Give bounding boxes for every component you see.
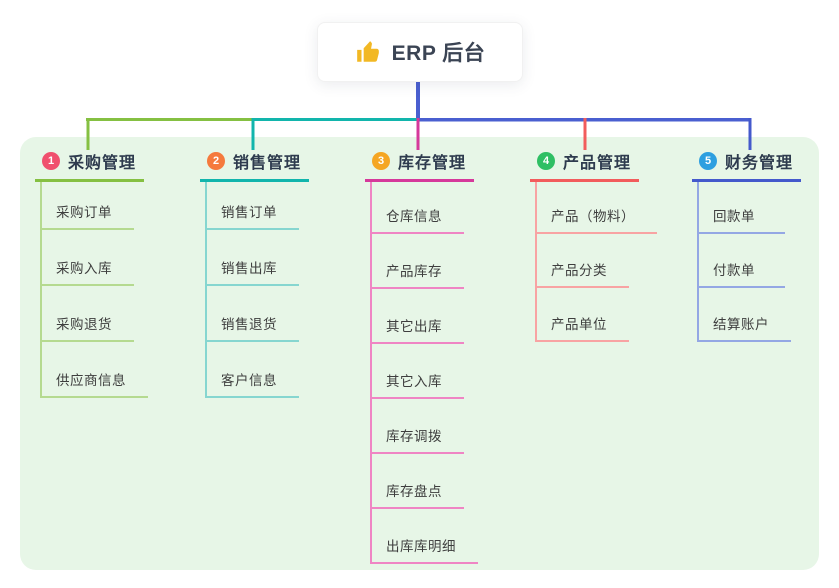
item-label: 产品单位: [551, 317, 607, 332]
item-label: 回款单: [713, 209, 755, 224]
thumbs-up-icon: [355, 39, 381, 65]
branches-panel: [20, 137, 819, 570]
mindmap-node-item[interactable]: 销售出库: [207, 230, 299, 286]
branch-header-sales[interactable]: 2 销售管理: [200, 146, 310, 182]
branch-number-badge: 3: [372, 152, 390, 170]
mindmap-node-item[interactable]: 库存调拨: [372, 399, 464, 454]
item-label: 采购退货: [56, 317, 112, 332]
mindmap-node-item[interactable]: 销售退货: [207, 286, 299, 342]
branch-number-badge: 5: [699, 152, 717, 170]
branch-label: 财务管理: [725, 155, 794, 172]
mindmap-node-item[interactable]: 结算账户: [699, 288, 791, 342]
branch-finance: 5 财务管理 回款单付款单结算账户: [692, 146, 802, 342]
mindmap-node-item[interactable]: 采购退货: [42, 286, 134, 342]
branch-number-badge: 2: [207, 152, 225, 170]
branch-label: 产品管理: [563, 155, 632, 172]
item-label: 销售订单: [221, 205, 277, 220]
branch-label: 采购管理: [68, 155, 137, 172]
branch-items-purchase: 采购订单采购入库采购退货供应商信息: [40, 182, 148, 398]
item-label: 客户信息: [221, 373, 277, 388]
branch-sales: 2 销售管理 销售订单销售出库销售退货客户信息: [200, 146, 310, 398]
mindmap-node-item[interactable]: 销售订单: [207, 182, 299, 230]
branch-label: 销售管理: [233, 155, 302, 172]
item-label: 采购入库: [56, 261, 112, 276]
item-label: 付款单: [713, 263, 755, 278]
branch-product: 4 产品管理 产品（物料） 产品分类产品单位: [530, 146, 657, 342]
root-title: ERP 后台: [391, 42, 486, 65]
mindmap-node-item[interactable]: 回款单: [699, 182, 785, 234]
mindmap-node-item[interactable]: 库存盘点: [372, 454, 464, 509]
mindmap-node-item[interactable]: 采购订单: [42, 182, 134, 230]
mindmap-node-item[interactable]: 客户信息: [207, 342, 299, 398]
item-label: 供应商信息: [56, 373, 126, 388]
mindmap-node-item[interactable]: 其它出库: [372, 289, 464, 344]
mindmap-node-item[interactable]: 供应商信息: [42, 342, 148, 398]
branch-purchase: 1 采购管理 采购订单采购入库采购退货供应商信息: [35, 146, 148, 398]
branch-header-product[interactable]: 4 产品管理: [530, 146, 640, 182]
item-label: 结算账户: [713, 317, 769, 332]
item-label: 销售出库: [221, 261, 277, 276]
item-label: 其它出库: [386, 319, 442, 334]
branch-items-inventory: 仓库信息产品库存其它出库其它入库库存调拨库存盘点出库库明细: [370, 182, 478, 564]
item-label: 采购订单: [56, 205, 112, 220]
branch-header-purchase[interactable]: 1 采购管理: [35, 146, 145, 182]
root-node[interactable]: ERP 后台: [317, 22, 523, 82]
mindmap-node-item[interactable]: 产品单位: [537, 288, 629, 342]
item-label: 库存盘点: [386, 484, 442, 499]
branch-label: 库存管理: [398, 155, 467, 172]
item-label: 销售退货: [221, 317, 277, 332]
branch-number-badge: 1: [42, 152, 60, 170]
branch-items-sales: 销售订单销售出库销售退货客户信息: [205, 182, 309, 398]
item-label: 其它入库: [386, 374, 442, 389]
mindmap-node-item[interactable]: 出库库明细: [372, 509, 478, 564]
item-label: 产品分类: [551, 263, 607, 278]
branch-header-finance[interactable]: 5 财务管理: [692, 146, 802, 182]
item-label: 产品（物料）: [551, 209, 635, 224]
mindmap-node-item[interactable]: 其它入库: [372, 344, 464, 399]
mindmap-node-item[interactable]: 仓库信息: [372, 182, 464, 234]
mindmap-node-item[interactable]: 产品（物料）: [537, 182, 657, 234]
mindmap-node-item[interactable]: 付款单: [699, 234, 785, 288]
branch-inventory: 3 库存管理 仓库信息产品库存其它出库其它入库库存调拨库存盘点出库库明细: [365, 146, 478, 564]
item-label: 出库库明细: [386, 539, 456, 554]
branch-items-product: 产品（物料） 产品分类产品单位: [535, 182, 657, 342]
item-label: 仓库信息: [386, 209, 442, 224]
branch-items-finance: 回款单付款单结算账户: [697, 182, 801, 342]
item-label: 库存调拨: [386, 429, 442, 444]
mindmap-node-item[interactable]: 产品库存: [372, 234, 464, 289]
mindmap-node-item[interactable]: 采购入库: [42, 230, 134, 286]
branch-number-badge: 4: [537, 152, 555, 170]
item-label: 产品库存: [386, 264, 442, 279]
branch-header-inventory[interactable]: 3 库存管理: [365, 146, 475, 182]
mindmap-node-item[interactable]: 产品分类: [537, 234, 629, 288]
